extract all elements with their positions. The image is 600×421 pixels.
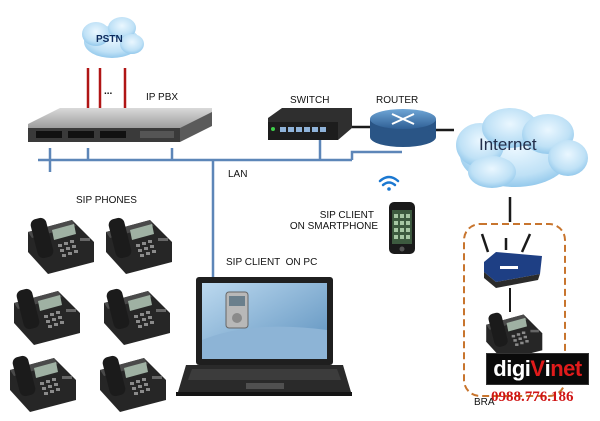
- sip-client-pc-label: SIP CLIENT ON PC: [226, 257, 318, 268]
- sip-client-smartphone-line2: ON SMARTPHONE: [289, 221, 378, 232]
- sip-phones: [10, 216, 172, 412]
- sip-client-smartphone-line1: SIP CLIENT: [319, 210, 374, 221]
- lan-label: LAN: [228, 169, 248, 180]
- pstn-cloud: [82, 17, 144, 58]
- ip-pbx-server: [28, 108, 212, 142]
- wan-links: [352, 125, 512, 222]
- hotline-number: 0988.776.186: [491, 389, 574, 405]
- ip-pbx-label: IP PBX: [146, 92, 179, 103]
- pstn-dots: ...: [104, 86, 113, 97]
- wifi-icon: [378, 175, 400, 191]
- sip-client-smartphone-label: SIP CLIENT ON SMARTPHONE: [282, 210, 378, 232]
- network-switch: [268, 108, 352, 140]
- internet-label: Internet: [479, 135, 537, 154]
- laptop: [176, 277, 352, 396]
- router-icon: [370, 109, 436, 147]
- internet-cloud: [456, 108, 588, 188]
- pstn-label: PSTN: [96, 34, 123, 45]
- smartphone: [389, 202, 415, 254]
- lan-lines: [38, 140, 402, 278]
- branch-label: BRA: [474, 397, 495, 408]
- wireless-router: [480, 233, 542, 312]
- branch-box: [463, 223, 566, 397]
- router-label: ROUTER: [376, 95, 419, 106]
- sip-phones-label: SIP PHONES: [76, 195, 137, 206]
- switch-label: SWITCH: [290, 95, 330, 106]
- pstn-trunk-lines: [86, 68, 127, 110]
